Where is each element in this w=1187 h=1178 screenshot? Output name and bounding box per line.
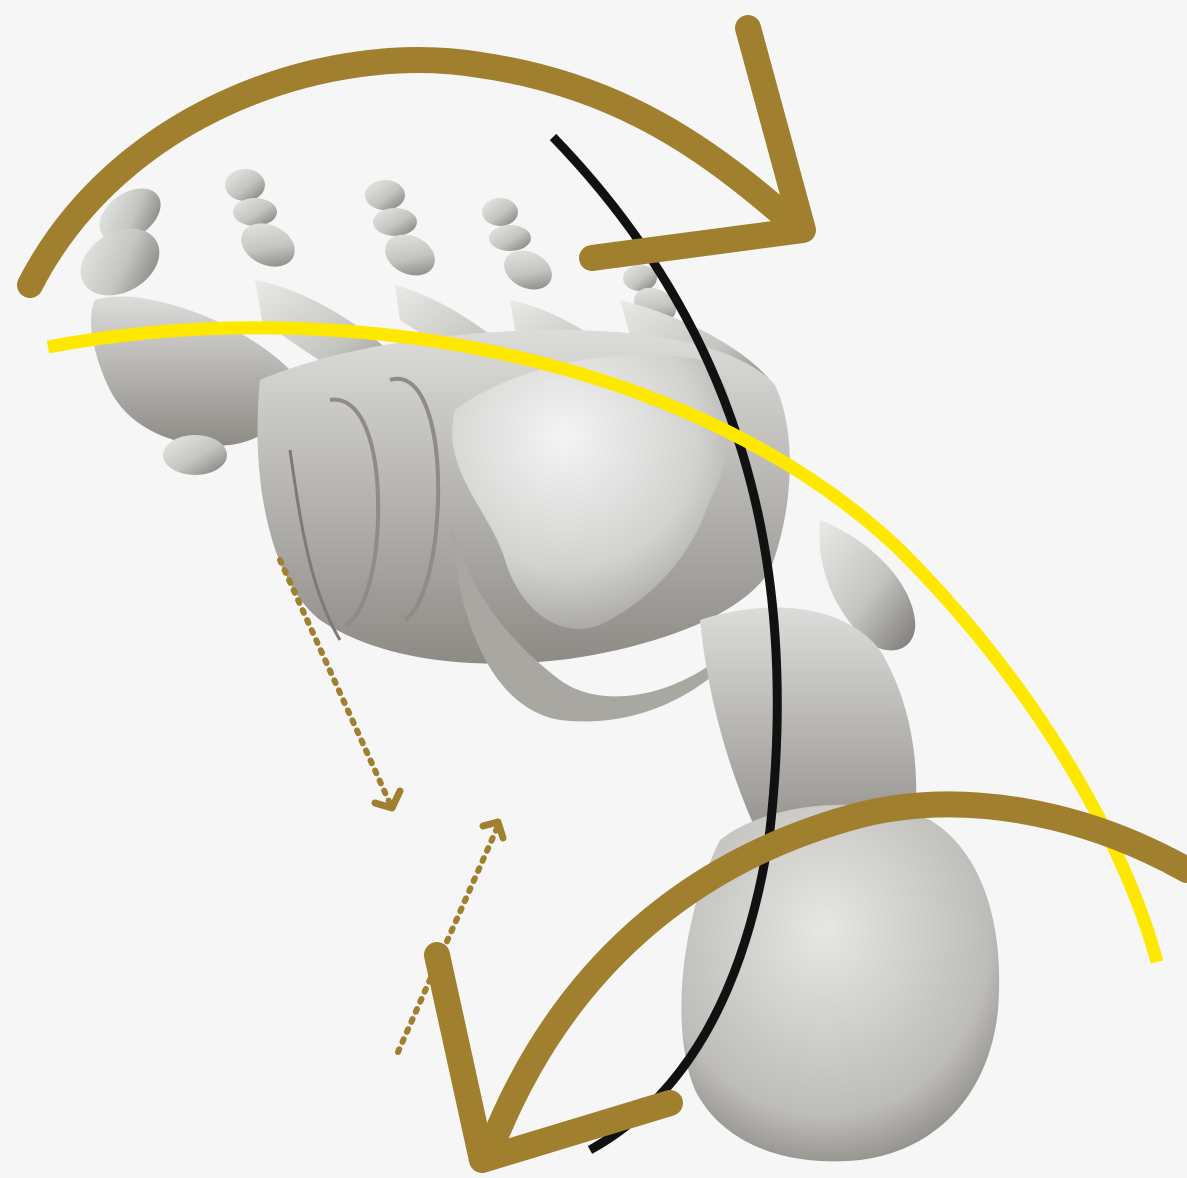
toe-3-phalanges (365, 180, 442, 283)
foot-skeleton (69, 169, 1000, 1161)
toe-2-phalanges (225, 169, 302, 275)
calcaneus (681, 608, 999, 1162)
toe-4-phalanges (482, 198, 558, 297)
